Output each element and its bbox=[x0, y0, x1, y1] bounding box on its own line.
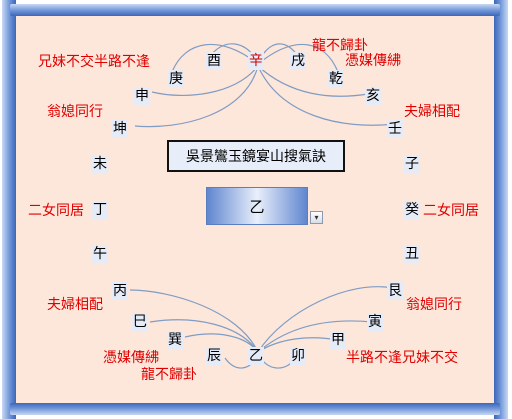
ring-label-yin: 寅 bbox=[367, 313, 383, 331]
frame-top-border bbox=[10, 4, 500, 16]
arc-yi-yin bbox=[257, 320, 373, 353]
ring-label-chou: 丑 bbox=[404, 245, 420, 263]
arc-xin-ren bbox=[257, 65, 396, 126]
ring-label-xin: 辛 bbox=[248, 52, 264, 70]
phrase-top-marry: 憑媒傳紼 bbox=[345, 53, 401, 69]
arc-xin-kun bbox=[134, 65, 259, 128]
phrase-bot-long-dragon: 龍不歸卦 bbox=[141, 367, 197, 383]
ring-label-qian: 乾 bbox=[328, 70, 344, 88]
arc-yi-bing bbox=[129, 289, 259, 353]
arc-yi-si bbox=[149, 319, 259, 353]
ring-label-mao: 卯 bbox=[290, 347, 306, 365]
phrase-bot-grandma: 翁媳同行 bbox=[406, 297, 462, 313]
ring-label-yi: 乙 bbox=[248, 347, 264, 365]
phrase-mid-right-two-women: 二女同居 bbox=[423, 203, 479, 219]
ring-label-hai: 亥 bbox=[365, 87, 381, 105]
arc-yi-gen bbox=[257, 286, 393, 353]
phrase-bot-half-road: 半路不逢兄妹不交 bbox=[346, 350, 458, 366]
frame-bottom-border bbox=[10, 403, 500, 415]
ring-label-jia: 甲 bbox=[330, 331, 346, 349]
phrase-mid-left-two-women: 二女同居 bbox=[28, 203, 84, 219]
phrase-bot-marry: 憑媒傳紼 bbox=[103, 350, 159, 366]
ring-label-you: 酉 bbox=[206, 52, 222, 70]
ring-label-shen: 申 bbox=[134, 87, 150, 105]
mountain-selector[interactable]: 乙 bbox=[206, 187, 308, 225]
arc-xin-geng bbox=[171, 43, 259, 73]
ring-label-gui: 癸 bbox=[404, 201, 420, 219]
ring-label-xu: 戌 bbox=[290, 52, 306, 70]
phrase-bot-couple: 夫婦相配 bbox=[47, 297, 103, 313]
ring-label-gen: 艮 bbox=[387, 282, 403, 300]
arc-xin-shen bbox=[151, 65, 259, 96]
dropdown-arrow-icon[interactable]: ▾ bbox=[310, 211, 323, 224]
ring-label-zi: 子 bbox=[404, 155, 420, 173]
diagram-title: 吳景鸞玉鏡宴山搜氣訣 bbox=[167, 140, 345, 172]
ring-label-bing: 丙 bbox=[112, 282, 128, 300]
arc-xin-qian bbox=[257, 43, 339, 73]
ring-label-geng: 庚 bbox=[168, 70, 184, 88]
arc-yi-jia bbox=[257, 337, 339, 353]
ring-label-kun: 坤 bbox=[112, 120, 128, 138]
phrase-top-half-road: 兄妹不交半路不逢 bbox=[38, 54, 150, 70]
phrase-top-long-dragon: 龍不歸卦 bbox=[312, 38, 368, 54]
ring-label-wei: 未 bbox=[92, 155, 108, 173]
ring-label-ding: 丁 bbox=[92, 201, 108, 219]
ring-label-wu: 午 bbox=[92, 245, 108, 263]
arc-xin-hai bbox=[257, 65, 369, 97]
ring-label-chen: 辰 bbox=[206, 347, 222, 365]
ring-label-si: 巳 bbox=[132, 313, 148, 331]
frame-right-border bbox=[494, 0, 508, 419]
phrase-top-grandma: 翁媳同行 bbox=[47, 104, 103, 120]
phrase-top-couple: 夫婦相配 bbox=[404, 104, 460, 120]
ring-label-ren: 壬 bbox=[387, 120, 403, 138]
frame-left-border bbox=[2, 0, 16, 419]
ring-label-xun: 巽 bbox=[167, 331, 183, 349]
